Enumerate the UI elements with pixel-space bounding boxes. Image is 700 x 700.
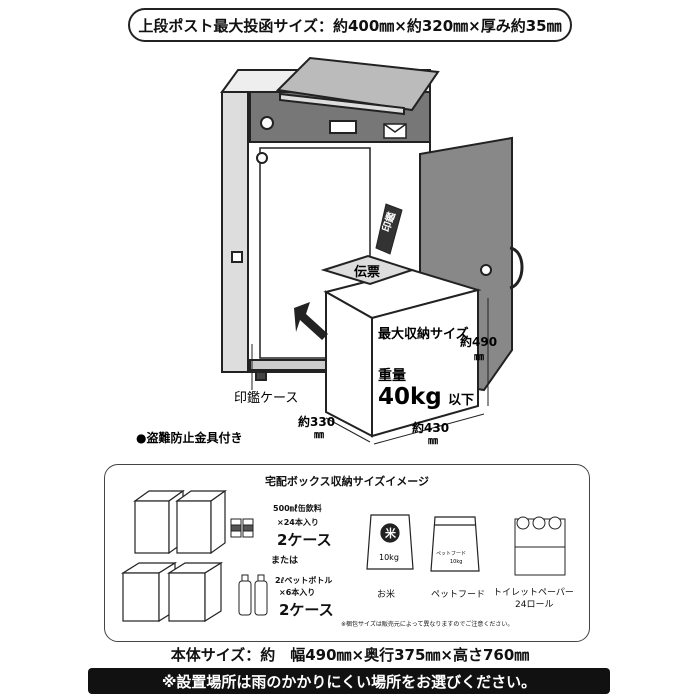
rice-weight: 10kg (379, 553, 399, 562)
rice-bag-icon (366, 514, 414, 570)
petfood-bag-icon (430, 516, 480, 572)
toilet-label1: トイレットペーパー (493, 588, 574, 598)
slip-label: 伝票 (354, 264, 380, 280)
rice-char: 米 (384, 526, 397, 540)
max-post-size-title: 上段ポスト最大投函サイズ：約400㎜×約320㎜×厚み約35㎜ (128, 8, 572, 42)
delivery-box-illustration: 印鑑 伝票 最大収納サイズ 重量 40kg 以下 約490 ㎜ 約330 ㎜ 約… (136, 56, 524, 447)
cans-line2: ×24本入り (277, 518, 319, 527)
cans-cases: 2ケース (277, 531, 332, 549)
anti-theft-label: ●盗難防止金具付き (136, 430, 242, 445)
or-label: または (271, 556, 299, 566)
box-max-label: 最大収納サイズ (378, 326, 469, 342)
bottles-cases: 2ケース (279, 601, 334, 619)
dimension-lines (325, 298, 489, 445)
panel-illustrations: 米 10kg ペットフード 10kg (120, 489, 566, 623)
storage-size-panel: 宅配ボックス収納サイズイメージ 米 10kg (104, 464, 590, 642)
installation-notice: ※設置場所は雨のかかりにくい場所をお選びください。 (88, 668, 610, 694)
cardboard-box (320, 254, 482, 438)
petfood-bag-text: ペットフード (436, 551, 466, 557)
seal-case-label: 印鑑ケース (234, 390, 298, 406)
cans-line1: 500㎖缶飲料 (273, 504, 322, 513)
body-size-label: 本体サイズ：約 幅490㎜×奥行375㎜×高さ760㎜ (170, 646, 530, 664)
petfood-label: ペットフード (431, 590, 486, 600)
weight-label: 重量 (378, 367, 406, 384)
weight-suffix: 以下 (448, 393, 474, 408)
cans-icon (230, 518, 254, 538)
mail-icon (383, 123, 407, 139)
packaging-note: ※梱包サイズは販売元によって異なりますのでご注意ください。 (341, 621, 514, 628)
post-lid (275, 56, 440, 116)
height-unit: ㎜ (474, 352, 484, 363)
bottles-line1: 2ℓペットボトル (275, 576, 333, 585)
toilet-paper-icon (514, 516, 566, 576)
rice-label: お米 (377, 590, 396, 600)
width-unit: ㎜ (428, 436, 438, 447)
height-dim: 約490 (460, 334, 497, 349)
panel-title: 宅配ボックス収納サイズイメージ (264, 475, 430, 488)
toilet-label2: 24ロール (515, 600, 554, 610)
cardboard-boxes-top (133, 489, 227, 555)
width-dim: 約430 (412, 420, 449, 435)
cardboard-boxes-bottom (120, 561, 224, 623)
depth-dim: 約330 (298, 414, 335, 429)
arrow-icon (294, 302, 328, 340)
seal-case-tube-icon: 印鑑 (375, 203, 403, 255)
petfood-bag-weight: 10kg (450, 559, 462, 565)
bottles-line2: ×6本入り (279, 588, 316, 597)
bottles-icon (238, 574, 268, 616)
depth-unit: ㎜ (314, 430, 324, 441)
weight-value: 40kg (378, 384, 442, 410)
